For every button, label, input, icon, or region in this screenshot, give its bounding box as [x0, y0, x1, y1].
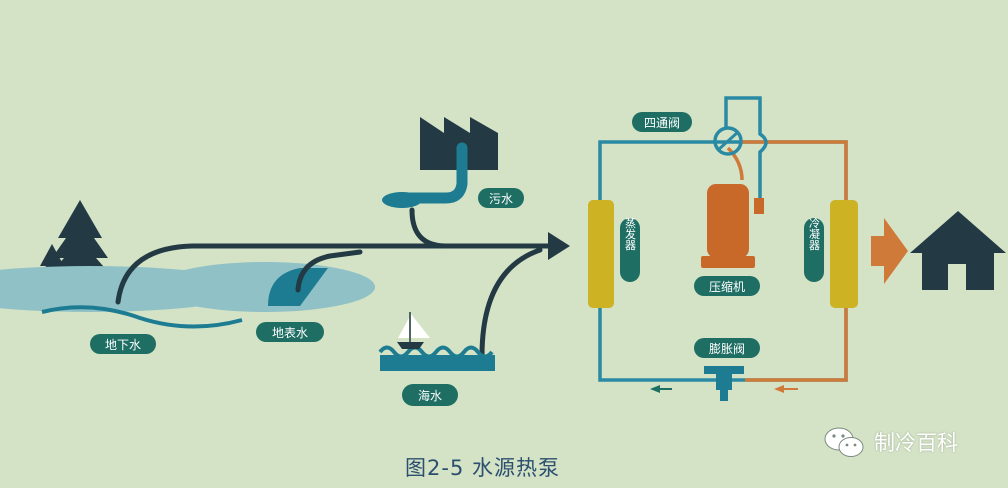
label-condenser: 冷凝器: [804, 217, 824, 282]
figure-caption: 图2-5 水源热泵: [405, 456, 560, 480]
sewage-pool: [382, 192, 422, 208]
four-way-valve-stroke: [716, 130, 740, 152]
label-surface-water-text: 地表水: [272, 326, 308, 340]
label-groundwater-text: 地下水: [105, 338, 141, 352]
condenser-coil: [830, 200, 858, 308]
hot-pipe-inner: [726, 146, 744, 181]
label-groundwater: 地下水: [90, 334, 156, 354]
watermark: 制冷百科: [822, 424, 958, 460]
heat-output-arrow-icon: [871, 218, 908, 284]
sea-body: [380, 355, 495, 371]
label-condenser-text: 冷凝器: [808, 217, 821, 251]
surface-water-pool: [155, 262, 375, 312]
hot-flow-arrow-icon: [774, 385, 798, 393]
flow-arrow-icon: [548, 232, 570, 260]
label-seawater-text: 海水: [418, 388, 442, 403]
watermark-text: 制冷百科: [874, 431, 958, 455]
wechat-icon: [824, 427, 864, 457]
label-compressor-text: 压缩机: [709, 279, 745, 294]
label-surface-water: 地表水: [256, 322, 324, 342]
four-way-valve: [713, 126, 743, 156]
sewage-pipe: [396, 142, 468, 204]
house-door: [948, 264, 966, 290]
label-evaporator-text: 蒸发器: [624, 217, 637, 251]
sailboat-icon: [397, 312, 430, 349]
compressor: [701, 184, 755, 268]
sea-wave: [378, 345, 494, 359]
valve-loop: [724, 96, 768, 198]
cold-flow-arrow-icon: [650, 385, 672, 393]
label-four-way-valve-text: 四通阀: [644, 116, 680, 130]
label-sewage-text: 污水: [489, 192, 513, 206]
water-source-pipes: [115, 207, 551, 359]
filter-drier: [754, 198, 764, 214]
house-icon: [910, 211, 1006, 290]
expansion-valve: [704, 366, 744, 401]
label-four-way-valve: 四通阀: [632, 112, 692, 132]
label-expansion-valve-text: 膨胀阀: [709, 342, 745, 356]
groundwater-wave: [41, 305, 243, 329]
evaporator-coil: [588, 200, 614, 308]
label-compressor: 压缩机: [694, 276, 760, 296]
label-sewage: 污水: [478, 188, 524, 208]
label-evaporator: 蒸发器: [620, 217, 640, 282]
label-expansion-valve: 膨胀阀: [694, 338, 760, 358]
label-seawater: 海水: [402, 384, 458, 406]
